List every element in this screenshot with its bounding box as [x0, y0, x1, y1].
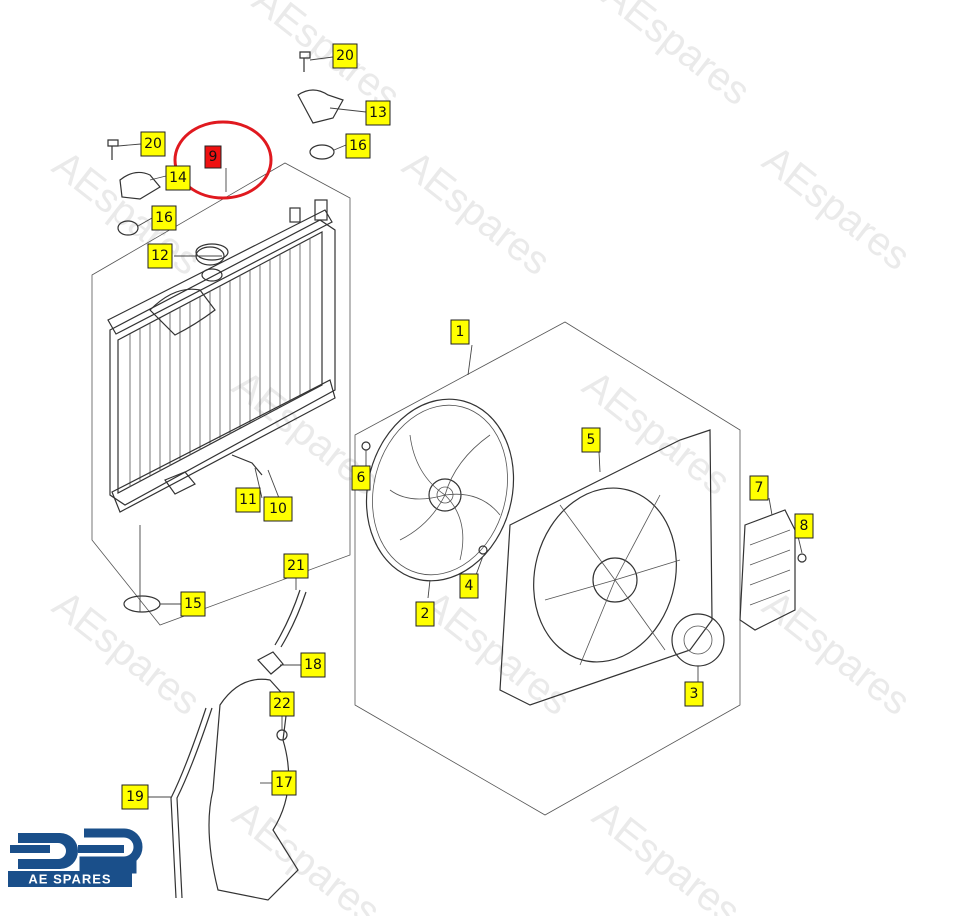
highlight-circle [173, 120, 273, 200]
svg-text:13: 13 [369, 105, 387, 121]
svg-text:22: 22 [273, 696, 291, 712]
ae-logo-mark [10, 828, 143, 874]
callout-2[interactable]: 2 [415, 601, 435, 627]
svg-text:18: 18 [304, 657, 322, 673]
shroud-5 [499, 429, 713, 706]
callout-17[interactable]: 17 [271, 770, 297, 796]
svg-text:11: 11 [239, 492, 257, 508]
svg-text:16: 16 [349, 138, 367, 154]
callout-16b[interactable]: 16 [151, 205, 177, 231]
callout-22[interactable]: 22 [269, 691, 295, 717]
svg-text:21: 21 [287, 558, 305, 574]
callout-13[interactable]: 13 [365, 100, 391, 126]
svg-text:9: 9 [209, 149, 218, 165]
svg-text:7: 7 [755, 480, 764, 496]
callout-3[interactable]: 3 [684, 681, 704, 707]
hose-21 [274, 589, 301, 646]
svg-text:5: 5 [587, 432, 596, 448]
callout-5[interactable]: 5 [581, 427, 601, 453]
callout-11[interactable]: 11 [235, 487, 261, 513]
screw-6 [361, 441, 371, 451]
radiator-group-frame [91, 162, 351, 626]
radiator [107, 199, 336, 513]
callout-21[interactable]: 21 [283, 553, 309, 579]
callout-8[interactable]: 8 [794, 513, 814, 539]
watermark: AEspares [594, 0, 758, 114]
bracket-13 [297, 89, 344, 124]
radiator-fins [129, 238, 311, 487]
watermark: AEspares [414, 582, 578, 723]
callout-1[interactable]: 1 [450, 319, 470, 345]
svg-text:2: 2 [421, 606, 430, 622]
svg-text:6: 6 [357, 470, 366, 486]
svg-text:8: 8 [800, 518, 809, 534]
watermark: AEspares [754, 582, 918, 723]
fitting-22 [276, 729, 288, 741]
small-parts [107, 51, 344, 613]
screw-8 [797, 553, 807, 563]
callout-4[interactable]: 4 [459, 573, 479, 599]
leader-lines [117, 56, 803, 798]
callout-15[interactable]: 15 [180, 591, 206, 617]
callout-7[interactable]: 7 [749, 475, 769, 501]
svg-text:3: 3 [690, 686, 699, 702]
svg-text:20: 20 [336, 48, 354, 64]
hose-19 [170, 707, 207, 899]
callout-12[interactable]: 12 [147, 243, 173, 269]
screw-4 [478, 545, 488, 555]
svg-text:17: 17 [275, 775, 293, 791]
callout-10[interactable]: 10 [263, 496, 293, 522]
svg-text:12: 12 [151, 248, 169, 264]
watermark: AEspares [754, 137, 918, 278]
fan-group-frame [354, 321, 741, 816]
shroud-spokes [544, 494, 681, 666]
svg-text:4: 4 [465, 578, 474, 594]
callout-16a[interactable]: 16 [345, 133, 371, 159]
callout-9[interactable]: 9 [204, 145, 222, 169]
svg-text:16: 16 [155, 210, 173, 226]
group-outlines [91, 162, 741, 816]
bolt-20a [299, 51, 311, 72]
callouts: 20 13 16 20 9 14 16 12 1 5 6 7 8 11 10 2… [121, 43, 814, 810]
watermark: AEspares [584, 792, 748, 916]
watermark: AEspares [44, 142, 208, 283]
tank-17 [208, 678, 299, 901]
bushing-16b [117, 220, 139, 236]
fan-blades [389, 434, 501, 561]
svg-text:19: 19 [126, 789, 144, 805]
svg-text:14: 14 [169, 170, 187, 186]
svg-text:1: 1 [456, 324, 465, 340]
bolt-20b [107, 139, 119, 160]
callout-18[interactable]: 18 [300, 652, 326, 678]
fan-ring-2 [365, 398, 515, 582]
callout-20a[interactable]: 20 [332, 43, 358, 69]
guard-7 [739, 509, 796, 631]
svg-text:20: 20 [144, 136, 162, 152]
callout-14[interactable]: 14 [165, 165, 191, 191]
logo-text-bar [8, 871, 132, 887]
watermark: AEspares [394, 142, 558, 283]
callout-19[interactable]: 19 [121, 784, 149, 810]
ae-spares-logo: AE SPARES [8, 828, 143, 887]
svg-text:15: 15 [184, 596, 202, 612]
fan-assembly [361, 398, 807, 706]
callout-6[interactable]: 6 [351, 465, 371, 491]
bushing-16a [309, 144, 335, 160]
logo-text: AE SPARES [28, 872, 111, 887]
bracket-14 [119, 171, 161, 200]
clamp-18 [257, 651, 284, 675]
svg-text:10: 10 [269, 501, 287, 517]
grommet-15 [123, 595, 161, 613]
watermark: AEspares [224, 792, 388, 916]
callout-20b[interactable]: 20 [140, 131, 166, 157]
